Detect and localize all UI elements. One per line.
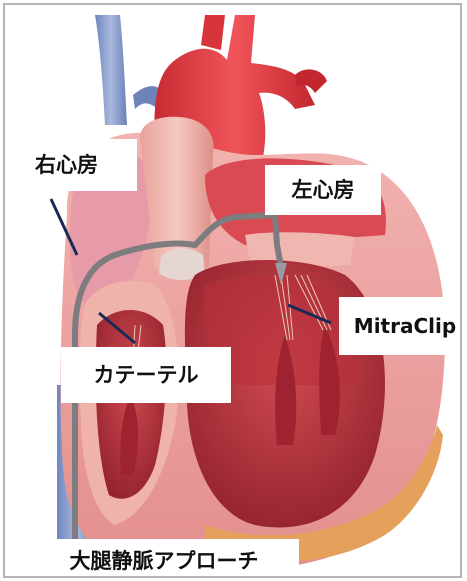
label-femoral-approach: 大腿静脈アプローチ — [29, 539, 299, 578]
label-mitraclip: MitraClip — [339, 297, 462, 355]
vena-cava — [95, 15, 127, 125]
label-catheter: カテーテル — [61, 347, 231, 403]
label-right-atrium: 右心房 — [27, 139, 137, 191]
heart-illustration — [5, 5, 460, 576]
label-left-atrium: 左心房 — [265, 165, 381, 215]
illustration-frame: 右心房 左心房 MitraClip カテーテル 大腿静脈アプローチ — [3, 3, 462, 578]
